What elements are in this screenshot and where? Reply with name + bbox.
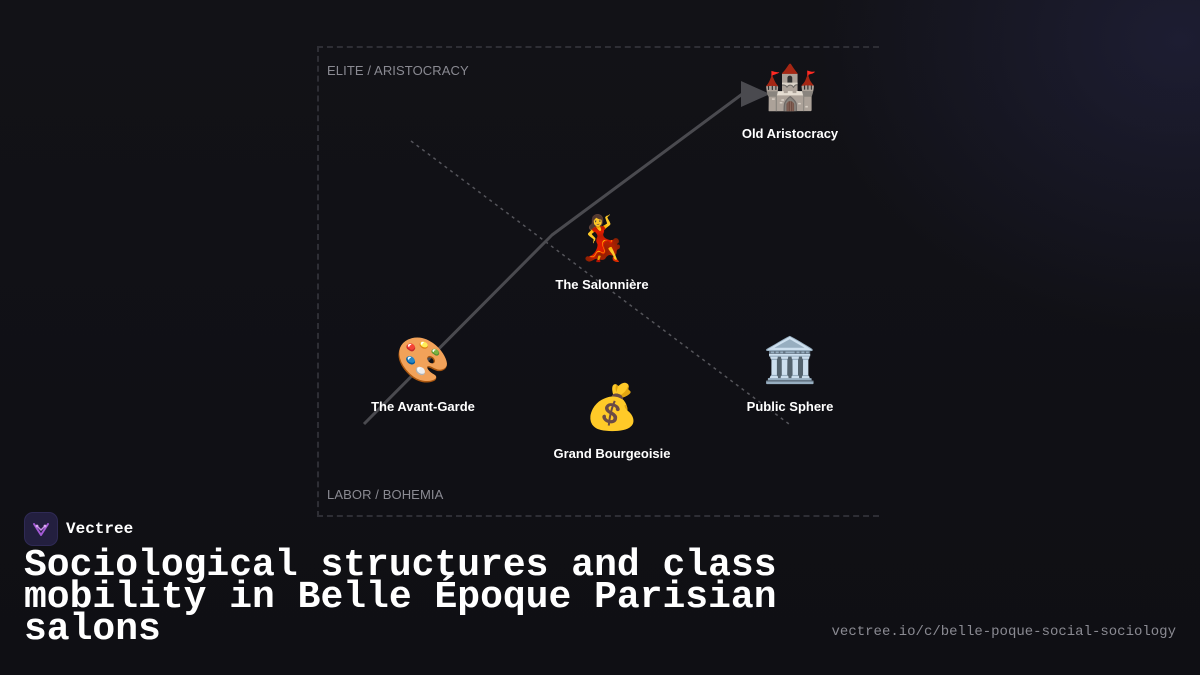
diagram-frame (317, 46, 879, 517)
page-title: Sociological structures and class mobili… (24, 544, 777, 651)
dancer-icon: 💃 (574, 214, 630, 263)
node-label: Grand Bourgeoisie (553, 446, 671, 461)
castle-icon: 🏰 (762, 63, 818, 112)
palette-icon: 🎨 (395, 336, 451, 385)
node-label: The Avant-Garde (371, 399, 475, 414)
source-url: vectree.io/c/belle-poque-social-sociolog… (831, 624, 1176, 640)
node-label: Old Aristocracy (741, 126, 839, 141)
money-bag-icon: 💰 (584, 383, 640, 432)
mobility-arrowhead (741, 81, 770, 107)
mobility-path-line (362, 90, 746, 426)
brand-name: Vectree (66, 520, 134, 538)
axis-label-bottom: LABOR / BOHEMIA (327, 487, 444, 502)
classical-building-icon: 🏛️ (762, 336, 818, 385)
dotted-diagonal-line (410, 140, 790, 425)
node-grand-bourgeoisie: 💰 Grand Bourgeoisie (553, 380, 670, 461)
node-label: Public Sphere (746, 399, 834, 414)
vectree-logo-icon (24, 512, 58, 546)
node-public-sphere: 🏛️ Public Sphere (747, 333, 834, 414)
node-salonniere: 💃 The Salonnière (555, 211, 648, 292)
node-label: The Salonnière (555, 277, 649, 292)
node-avant-garde: 🎨 The Avant-Garde (371, 333, 475, 414)
node-old-aristocracy: 🏰 Old Aristocracy (742, 60, 838, 141)
axis-label-top: ELITE / ARISTOCRACY (327, 63, 469, 78)
brand: Vectree (24, 512, 133, 546)
